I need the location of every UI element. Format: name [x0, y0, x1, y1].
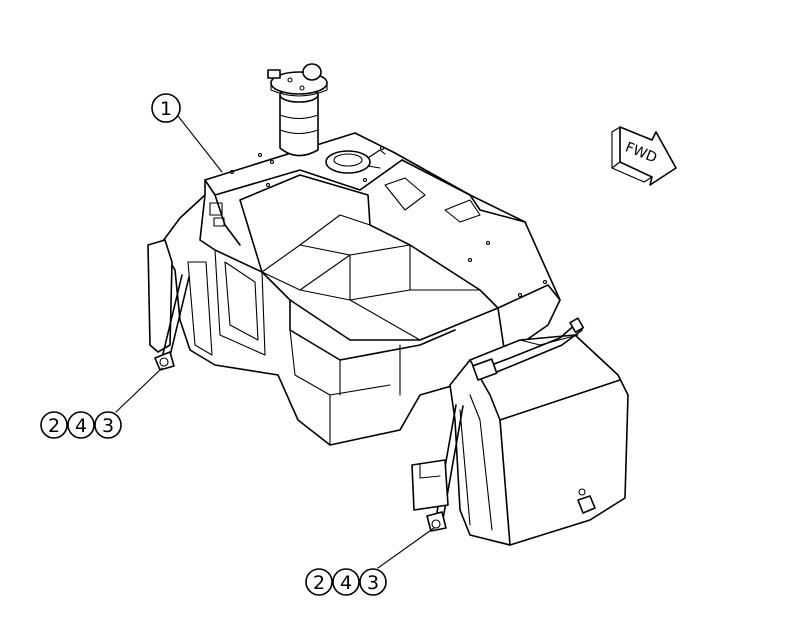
callout-bottom-label-3: 3 — [367, 572, 379, 594]
callout-left-label-1: 2 — [48, 415, 60, 437]
leader-line-item1 — [177, 115, 223, 173]
callout-item1: 1 — [151, 93, 181, 123]
callout-left-label-3: 3 — [102, 415, 114, 437]
left-support-rod — [154, 274, 190, 371]
leader-line-bottom-group — [377, 527, 435, 569]
fuel-tank — [147, 132, 561, 446]
callout-group-left: 2 4 3 — [40, 411, 122, 439]
callout-group-bottom: 2 4 3 — [305, 568, 387, 596]
callout-item1-label: 1 — [160, 98, 172, 120]
leader-line-left-group — [115, 367, 163, 413]
side-tank — [449, 317, 629, 546]
fuel-sender-unit — [325, 149, 386, 174]
right-support-rod — [411, 404, 464, 532]
callout-bottom-label-1: 2 — [313, 572, 325, 594]
forward-direction-arrow: FWD — [611, 126, 677, 186]
callout-left-label-2: 4 — [75, 415, 87, 437]
filler-neck — [267, 63, 328, 157]
callout-bottom-label-2: 4 — [340, 572, 352, 594]
